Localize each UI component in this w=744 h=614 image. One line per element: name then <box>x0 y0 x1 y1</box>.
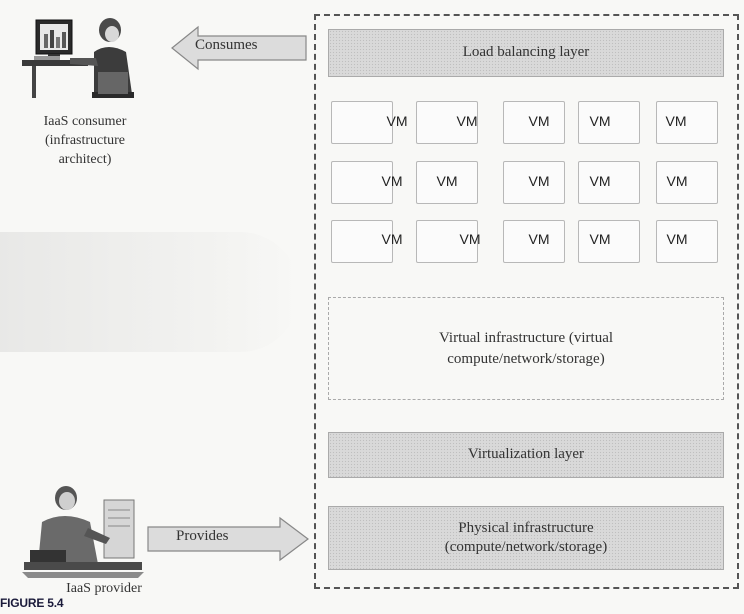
consumer-label: IaaS consumer (infrastructure architect) <box>20 113 150 170</box>
vm-box <box>656 101 718 144</box>
vm-label: VM <box>589 231 611 247</box>
vm-box <box>416 220 478 263</box>
desktop-computer-user-icon <box>22 18 134 98</box>
vm-box <box>331 101 393 144</box>
vm-box <box>331 220 393 263</box>
vm-box <box>503 101 565 144</box>
vm-label: VM <box>528 231 550 247</box>
provides-arrow-label: Provides <box>176 528 229 544</box>
vm-label: VM <box>386 113 408 129</box>
vm-label: VM <box>589 113 611 129</box>
vm-box <box>578 220 640 263</box>
vm-box <box>331 161 393 204</box>
vm-label: VM <box>665 113 687 129</box>
iaas-boundary-frame <box>314 14 739 589</box>
vm-box <box>416 161 478 204</box>
vm-label: VM <box>666 231 688 247</box>
vm-box <box>656 161 718 204</box>
consumer-label-line-2: (infrastructure <box>44 132 126 148</box>
provides-arrow <box>147 516 309 562</box>
vm-box <box>656 220 718 263</box>
vm-label: VM <box>528 173 550 189</box>
consumer-label-line-1: IaaS consumer <box>43 114 127 129</box>
virtual-infrastructure-line-1: Virtual infrastructure (virtual <box>438 330 614 347</box>
provider-label: IaaS provider <box>66 581 142 596</box>
physical-infrastructure-layer: Physical infrastructure (compute/network… <box>328 506 724 570</box>
virtualization-layer: Virtualization layer <box>328 432 724 478</box>
virtual-infrastructure-box: Virtual infrastructure (virtual compute/… <box>328 297 724 400</box>
load-balancing-layer: Load balancing layer <box>328 29 724 77</box>
physical-infrastructure-line-1: Physical infrastructure <box>458 519 594 536</box>
vm-label: VM <box>666 173 688 189</box>
vm-label: VM <box>436 173 458 189</box>
vm-box <box>503 161 565 204</box>
vm-label: VM <box>459 231 481 247</box>
vm-box <box>578 161 640 204</box>
vm-label: VM <box>528 113 550 129</box>
server-technician-icon <box>22 486 144 578</box>
virtual-infrastructure-line-2: compute/network/storage) <box>447 350 605 367</box>
physical-infrastructure-line-2: (compute/network/storage) <box>444 539 608 555</box>
consumes-arrow <box>171 25 307 71</box>
scan-smudge <box>0 232 300 352</box>
vm-box <box>416 101 478 144</box>
vm-label: VM <box>589 173 611 189</box>
figure-caption: FIGURE 5.4 <box>0 596 64 610</box>
vm-label: VM <box>381 173 403 189</box>
consumer-label-line-3: architect) <box>58 151 112 167</box>
consumes-arrow-label: Consumes <box>195 37 258 53</box>
vm-label: VM <box>456 113 478 129</box>
vm-box <box>578 101 640 144</box>
vm-label: VM <box>381 231 403 247</box>
vm-box <box>503 220 565 263</box>
